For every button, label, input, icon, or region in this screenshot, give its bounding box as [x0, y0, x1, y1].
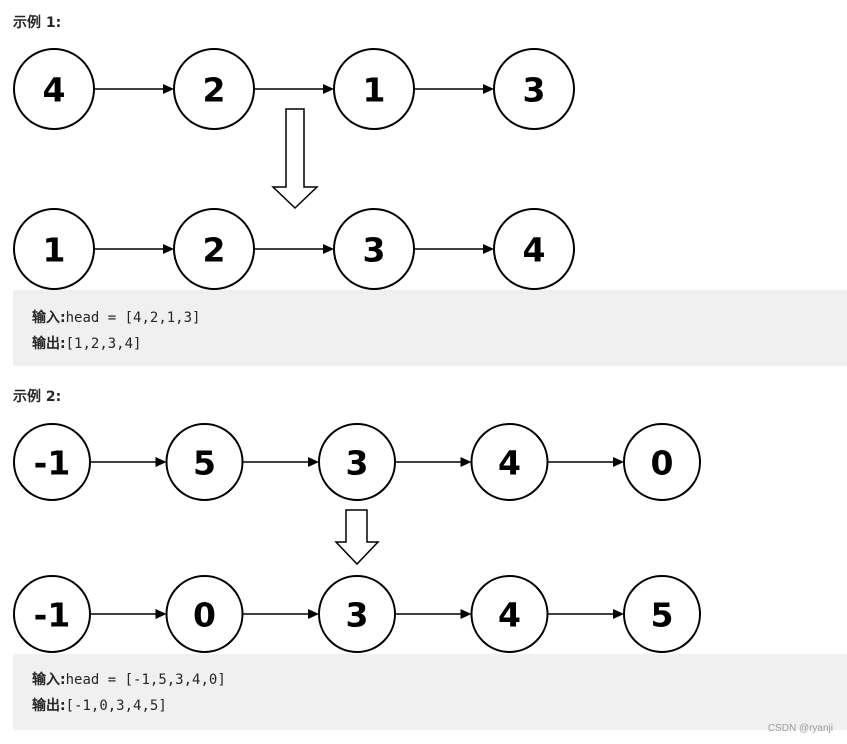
node-value: -1: [34, 596, 71, 635]
arrowhead-icon: [613, 457, 624, 467]
list-node: [470, 423, 549, 501]
transform-arrow: [271, 108, 319, 210]
input-linked-list: 4 2 1 3: [13, 48, 575, 130]
list-node: [165, 575, 244, 653]
example-2-io-block: 输入:head = [-1,5,3,4,0] 输出:[-1,0,3,4,5]: [13, 654, 847, 730]
arrowhead-icon: [323, 84, 334, 94]
node-value: 4: [498, 444, 521, 483]
node-value: 4: [43, 71, 66, 110]
output-linked-list: -1 0 3 4 5: [13, 575, 701, 653]
list-node: [623, 575, 701, 653]
list-node: [13, 208, 95, 290]
output-label: 输出:: [32, 698, 66, 714]
list-node: [318, 423, 396, 501]
list-node: [470, 575, 549, 653]
list-node: [13, 423, 91, 501]
input-linked-list: -1 5 3 4 0: [13, 423, 701, 501]
arrowhead-icon: [155, 609, 167, 619]
list-node: [623, 423, 701, 501]
input-value: head = [-1,5,3,4,0]: [65, 672, 226, 688]
example-2-diagram: -1 5 3 4 0 -1 0 3 4 5: [13, 423, 701, 653]
list-node: [333, 208, 415, 290]
example-1-diagram: 4 2 1 3 1 2 3 4: [13, 48, 575, 290]
output-value: [1,2,3,4]: [65, 336, 142, 352]
input-line: 输入:head = [4,2,1,3]: [32, 305, 847, 331]
node-value: 1: [363, 71, 386, 110]
node-value: 3: [346, 444, 369, 483]
example-2-title: 示例 2:: [13, 389, 62, 405]
list-node: [13, 575, 91, 653]
node-value: 3: [523, 71, 546, 110]
arrowhead-icon: [483, 244, 494, 254]
transform-arrow: [334, 509, 380, 566]
example-1-title: 示例 1:: [13, 15, 62, 31]
example-1-io-block: 输入:head = [4,2,1,3] 输出:[1,2,3,4]: [13, 290, 847, 366]
list-node: [13, 48, 95, 130]
node-value: 3: [363, 231, 386, 270]
node-value: 1: [43, 231, 66, 270]
input-line: 输入:head = [-1,5,3,4,0]: [32, 667, 847, 693]
node-value: 2: [203, 71, 226, 110]
arrowhead-icon: [460, 457, 472, 467]
arrowhead-icon: [613, 609, 624, 619]
output-line: 输出:[1,2,3,4]: [32, 331, 847, 357]
down-arrow-icon: [271, 108, 319, 210]
watermark: CSDN @ryanji: [767, 723, 833, 734]
node-value: 2: [203, 231, 226, 270]
list-node: [173, 48, 255, 130]
arrowhead-icon: [155, 457, 167, 467]
list-node: [318, 575, 396, 653]
arrowhead-icon: [460, 609, 472, 619]
arrowhead-icon: [483, 84, 494, 94]
output-value: [-1,0,3,4,5]: [65, 698, 167, 714]
node-value: 0: [193, 596, 216, 635]
node-value: 4: [523, 231, 546, 270]
list-node: [333, 48, 415, 130]
arrowhead-icon: [308, 457, 319, 467]
list-node: [493, 208, 575, 290]
down-arrow-icon: [334, 509, 380, 566]
node-value: 0: [651, 444, 674, 483]
arrowhead-icon: [323, 244, 334, 254]
arrowhead-icon: [308, 609, 319, 619]
output-line: 输出:[-1,0,3,4,5]: [32, 693, 847, 719]
node-value: 5: [651, 596, 674, 635]
input-value: head = [4,2,1,3]: [65, 310, 201, 326]
arrowhead-icon: [163, 84, 174, 94]
node-value: 4: [498, 596, 521, 635]
node-value: -1: [34, 444, 71, 483]
output-linked-list: 1 2 3 4: [13, 208, 575, 290]
output-label: 输出:: [32, 336, 66, 352]
list-node: [165, 423, 244, 501]
input-label: 输入:: [32, 672, 66, 688]
arrowhead-icon: [163, 244, 174, 254]
node-value: 5: [193, 444, 216, 483]
node-value: 3: [346, 596, 369, 635]
list-node: [493, 48, 575, 130]
list-node: [173, 208, 255, 290]
input-label: 输入:: [32, 310, 66, 326]
